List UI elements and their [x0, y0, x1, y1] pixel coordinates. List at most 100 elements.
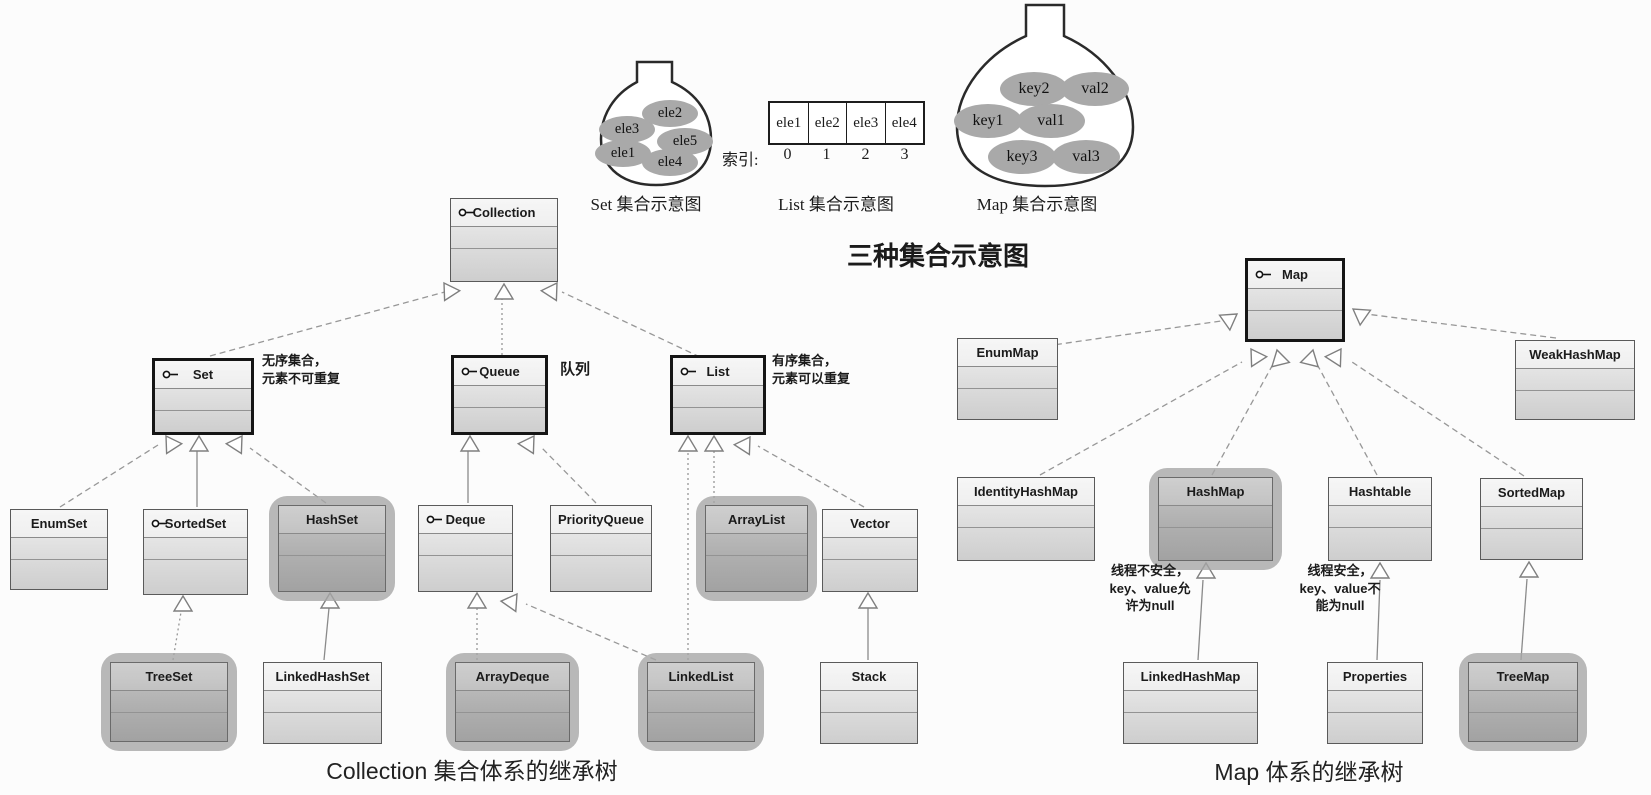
class-title-bar: Hashtable [1329, 478, 1431, 506]
list-index-3: 3 [900, 146, 909, 163]
class-title-bar: LinkedHashSet [264, 663, 381, 691]
fields-compartment [1469, 691, 1577, 713]
fields-compartment [706, 534, 807, 556]
edge-priorityqueue-queue [516, 434, 597, 504]
class-name-label: EnumSet [30, 516, 88, 531]
figure-top-title: 三种集合示意图 [846, 241, 1029, 271]
fields-compartment [1329, 506, 1431, 528]
methods-compartment [1124, 713, 1257, 743]
edge-linkedhashmap-hashmap [1195, 561, 1217, 661]
set-demo-caption: Set 集合示意图 [590, 195, 702, 214]
class-title-bar: List [673, 358, 763, 386]
class-name-label: Queue [479, 364, 520, 379]
uml-class-hashtable: Hashtable [1328, 477, 1432, 561]
set-annotation-line: 无序集合， [262, 353, 328, 368]
class-name-label: WeakHashMap [1529, 347, 1621, 362]
edge-arraydeque-deque [466, 591, 488, 660]
edge-stack-vector [857, 591, 879, 660]
methods-compartment [451, 249, 557, 281]
uml-class-collection: Collection [450, 198, 558, 282]
uml-class-treeset: TreeSet [110, 662, 228, 742]
list-cell: ele2 [807, 103, 847, 143]
fields-compartment [1248, 289, 1342, 311]
class-title-bar: ArrayList [706, 506, 807, 534]
uml-class-hashmap: HashMap [1158, 477, 1273, 561]
edge-properties-hashtable [1369, 561, 1391, 661]
fields-compartment [279, 534, 385, 556]
class-title-bar: Properties [1328, 663, 1422, 691]
class-name-label: List [706, 364, 730, 379]
interface-lollipop-icon [1255, 270, 1271, 279]
methods-compartment [279, 556, 385, 591]
list-index-label: 索引: [722, 152, 759, 169]
class-title-bar: Map [1248, 261, 1342, 289]
map-demo-caption: Map 集合示意图 [976, 195, 1098, 214]
uml-class-enumset: EnumSet [10, 509, 108, 590]
uml-class-priorityqueue: PriorityQueue [550, 505, 652, 592]
edge-hashtable-map [1299, 348, 1378, 476]
hashmap-annotation-line: 许为null [1125, 598, 1175, 614]
class-name-label: SortedMap [1497, 485, 1566, 500]
class-title-bar: Vector [823, 510, 917, 538]
list-annotation: 有序集合， 元素可以重复 [772, 352, 884, 387]
methods-compartment [1329, 528, 1431, 560]
uml-class-treemap: TreeMap [1468, 662, 1578, 742]
uml-class-linkedhashset: LinkedHashSet [263, 662, 382, 744]
fields-compartment [11, 538, 107, 560]
fields-compartment [673, 386, 763, 408]
methods-compartment [1481, 529, 1582, 559]
class-name-label: Set [192, 367, 214, 382]
class-title-bar: HashMap [1159, 478, 1272, 506]
element-oval: key3 [988, 140, 1056, 174]
class-name-label: Stack [851, 669, 887, 684]
methods-compartment [648, 713, 754, 741]
methods-compartment [821, 713, 917, 743]
methods-compartment [673, 408, 763, 432]
class-title-bar: HashSet [279, 506, 385, 534]
hashmap-annotation-line: 线程不安全， [1110, 563, 1189, 578]
class-title-bar: ArrayDeque [456, 663, 569, 691]
fields-compartment [144, 538, 247, 560]
edge-arraylist-list [703, 434, 725, 503]
uml-class-vector: Vector [822, 509, 918, 592]
interface-lollipop-icon [426, 515, 442, 524]
class-name-label: HashMap [1186, 484, 1245, 499]
uml-class-linkedhashmap: LinkedHashMap [1123, 662, 1258, 744]
methods-compartment [1328, 713, 1422, 743]
queue-annotation-line: 队列 [560, 361, 591, 378]
edge-linkedlist-deque [499, 592, 657, 661]
methods-compartment [1248, 311, 1342, 339]
class-title-bar: LinkedList [648, 663, 754, 691]
methods-compartment [706, 556, 807, 591]
class-title-bar: LinkedHashMap [1124, 663, 1257, 691]
list-annotation-line: 有序集合， [772, 353, 838, 368]
edge-hashset-set [224, 434, 327, 504]
hashtable-annotation-line: key、value不 [1299, 580, 1381, 596]
methods-compartment [155, 411, 251, 432]
class-name-label: TreeMap [1496, 669, 1550, 684]
element-oval: key1 [954, 104, 1022, 138]
element-oval: ele1 [595, 139, 651, 167]
uml-class-enummap: EnumMap [957, 338, 1058, 420]
element-oval: key2 [1000, 72, 1068, 106]
fields-compartment [111, 691, 227, 713]
element-oval: val3 [1052, 140, 1120, 174]
class-name-label: LinkedHashMap [1140, 669, 1241, 684]
methods-compartment [111, 713, 227, 741]
edge-queue-collection [493, 282, 515, 355]
uml-class-properties: Properties [1327, 662, 1423, 744]
methods-compartment [958, 528, 1094, 560]
fields-compartment [648, 691, 754, 713]
class-title-bar: TreeSet [111, 663, 227, 691]
class-title-bar: Stack [821, 663, 917, 691]
class-name-label: Vector [850, 516, 890, 531]
class-title-bar: EnumSet [11, 510, 107, 538]
methods-compartment [11, 560, 107, 589]
list-demo-array: ele1 ele2 ele3 ele4 [768, 101, 925, 145]
methods-compartment [456, 713, 569, 741]
fields-compartment [821, 691, 917, 713]
edge-deque-queue [459, 434, 481, 503]
class-title-bar: SortedMap [1481, 479, 1582, 507]
element-oval: val2 [1061, 72, 1129, 106]
edge-treeset-sortedset [172, 594, 194, 661]
